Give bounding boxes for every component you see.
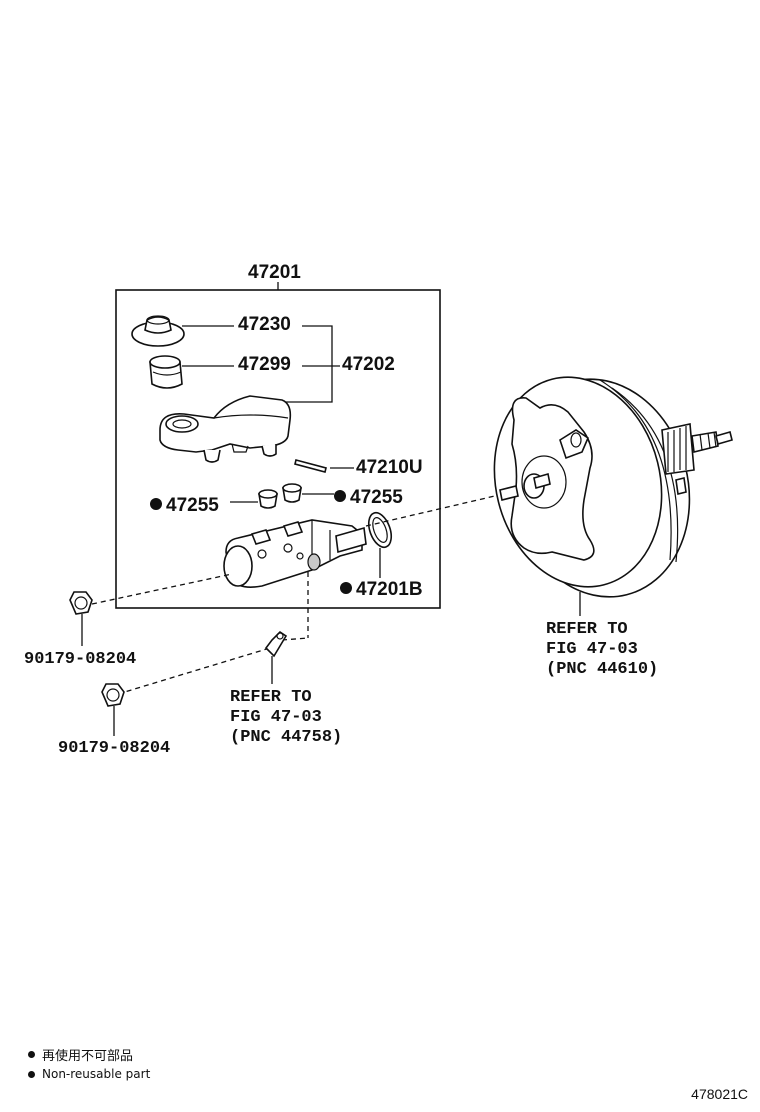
part-label-47255-left[interactable]: 47255 — [166, 495, 219, 516]
non-reusable-dot-icon — [28, 1070, 35, 1078]
nut-upper[interactable] — [69, 591, 93, 615]
refer-bracket-line2[interactable]: FIG 47-03 — [230, 708, 322, 727]
dashed-line-nut-upper — [91, 573, 233, 605]
pin[interactable] — [294, 459, 327, 473]
nut-lower[interactable] — [101, 683, 125, 707]
non-reusable-mark-oring — [340, 582, 352, 594]
legend-japanese-text: 再使用不可部品 — [42, 1048, 134, 1064]
tube-bracket[interactable] — [264, 630, 288, 658]
legend: 再使用不可部品 Non-reusable part — [28, 1044, 150, 1084]
refer-booster-line1[interactable]: REFER TO — [546, 620, 628, 639]
reservoir-cap[interactable] — [131, 315, 185, 347]
refer-bracket-line3[interactable]: (PNC 44758) — [230, 728, 342, 747]
bracket-47202 — [284, 325, 340, 403]
o-ring[interactable] — [364, 510, 395, 551]
dashed-line-bracket-connect — [281, 637, 309, 641]
part-label-90179-upper[interactable]: 90179-08204 — [24, 650, 136, 669]
part-label-47201B[interactable]: 47201B — [356, 579, 423, 600]
master-cylinder[interactable] — [223, 519, 367, 588]
legend-row-japanese: 再使用不可部品 — [28, 1044, 150, 1064]
legend-row-english: Non-reusable part — [28, 1064, 150, 1084]
figure-number: 478021C — [691, 1086, 748, 1102]
part-label-47210U[interactable]: 47210U — [356, 457, 423, 478]
reservoir[interactable] — [159, 395, 292, 463]
grommet-right[interactable] — [282, 483, 302, 503]
non-reusable-mark-left — [150, 498, 162, 510]
non-reusable-mark-right — [334, 490, 346, 502]
legend-english-text: Non-reusable part — [42, 1067, 151, 1081]
refer-bracket-line1[interactable]: REFER TO — [230, 688, 312, 707]
refer-booster-line3[interactable]: (PNC 44610) — [546, 660, 658, 679]
part-label-47202[interactable]: 47202 — [342, 354, 395, 375]
reservoir-strainer[interactable] — [149, 355, 183, 389]
part-label-47201[interactable]: 47201 — [248, 262, 301, 283]
brake-booster[interactable] — [473, 359, 733, 616]
grommet-left[interactable] — [258, 489, 278, 509]
non-reusable-dot-icon — [28, 1050, 35, 1058]
part-label-90179-lower[interactable]: 90179-08204 — [58, 739, 170, 758]
refer-booster-line2[interactable]: FIG 47-03 — [546, 640, 638, 659]
dashed-line-cylinder-to-booster — [365, 491, 513, 527]
part-label-47299[interactable]: 47299 — [238, 354, 291, 375]
part-label-47230[interactable]: 47230 — [238, 314, 291, 335]
part-label-47255-right[interactable]: 47255 — [350, 487, 403, 508]
